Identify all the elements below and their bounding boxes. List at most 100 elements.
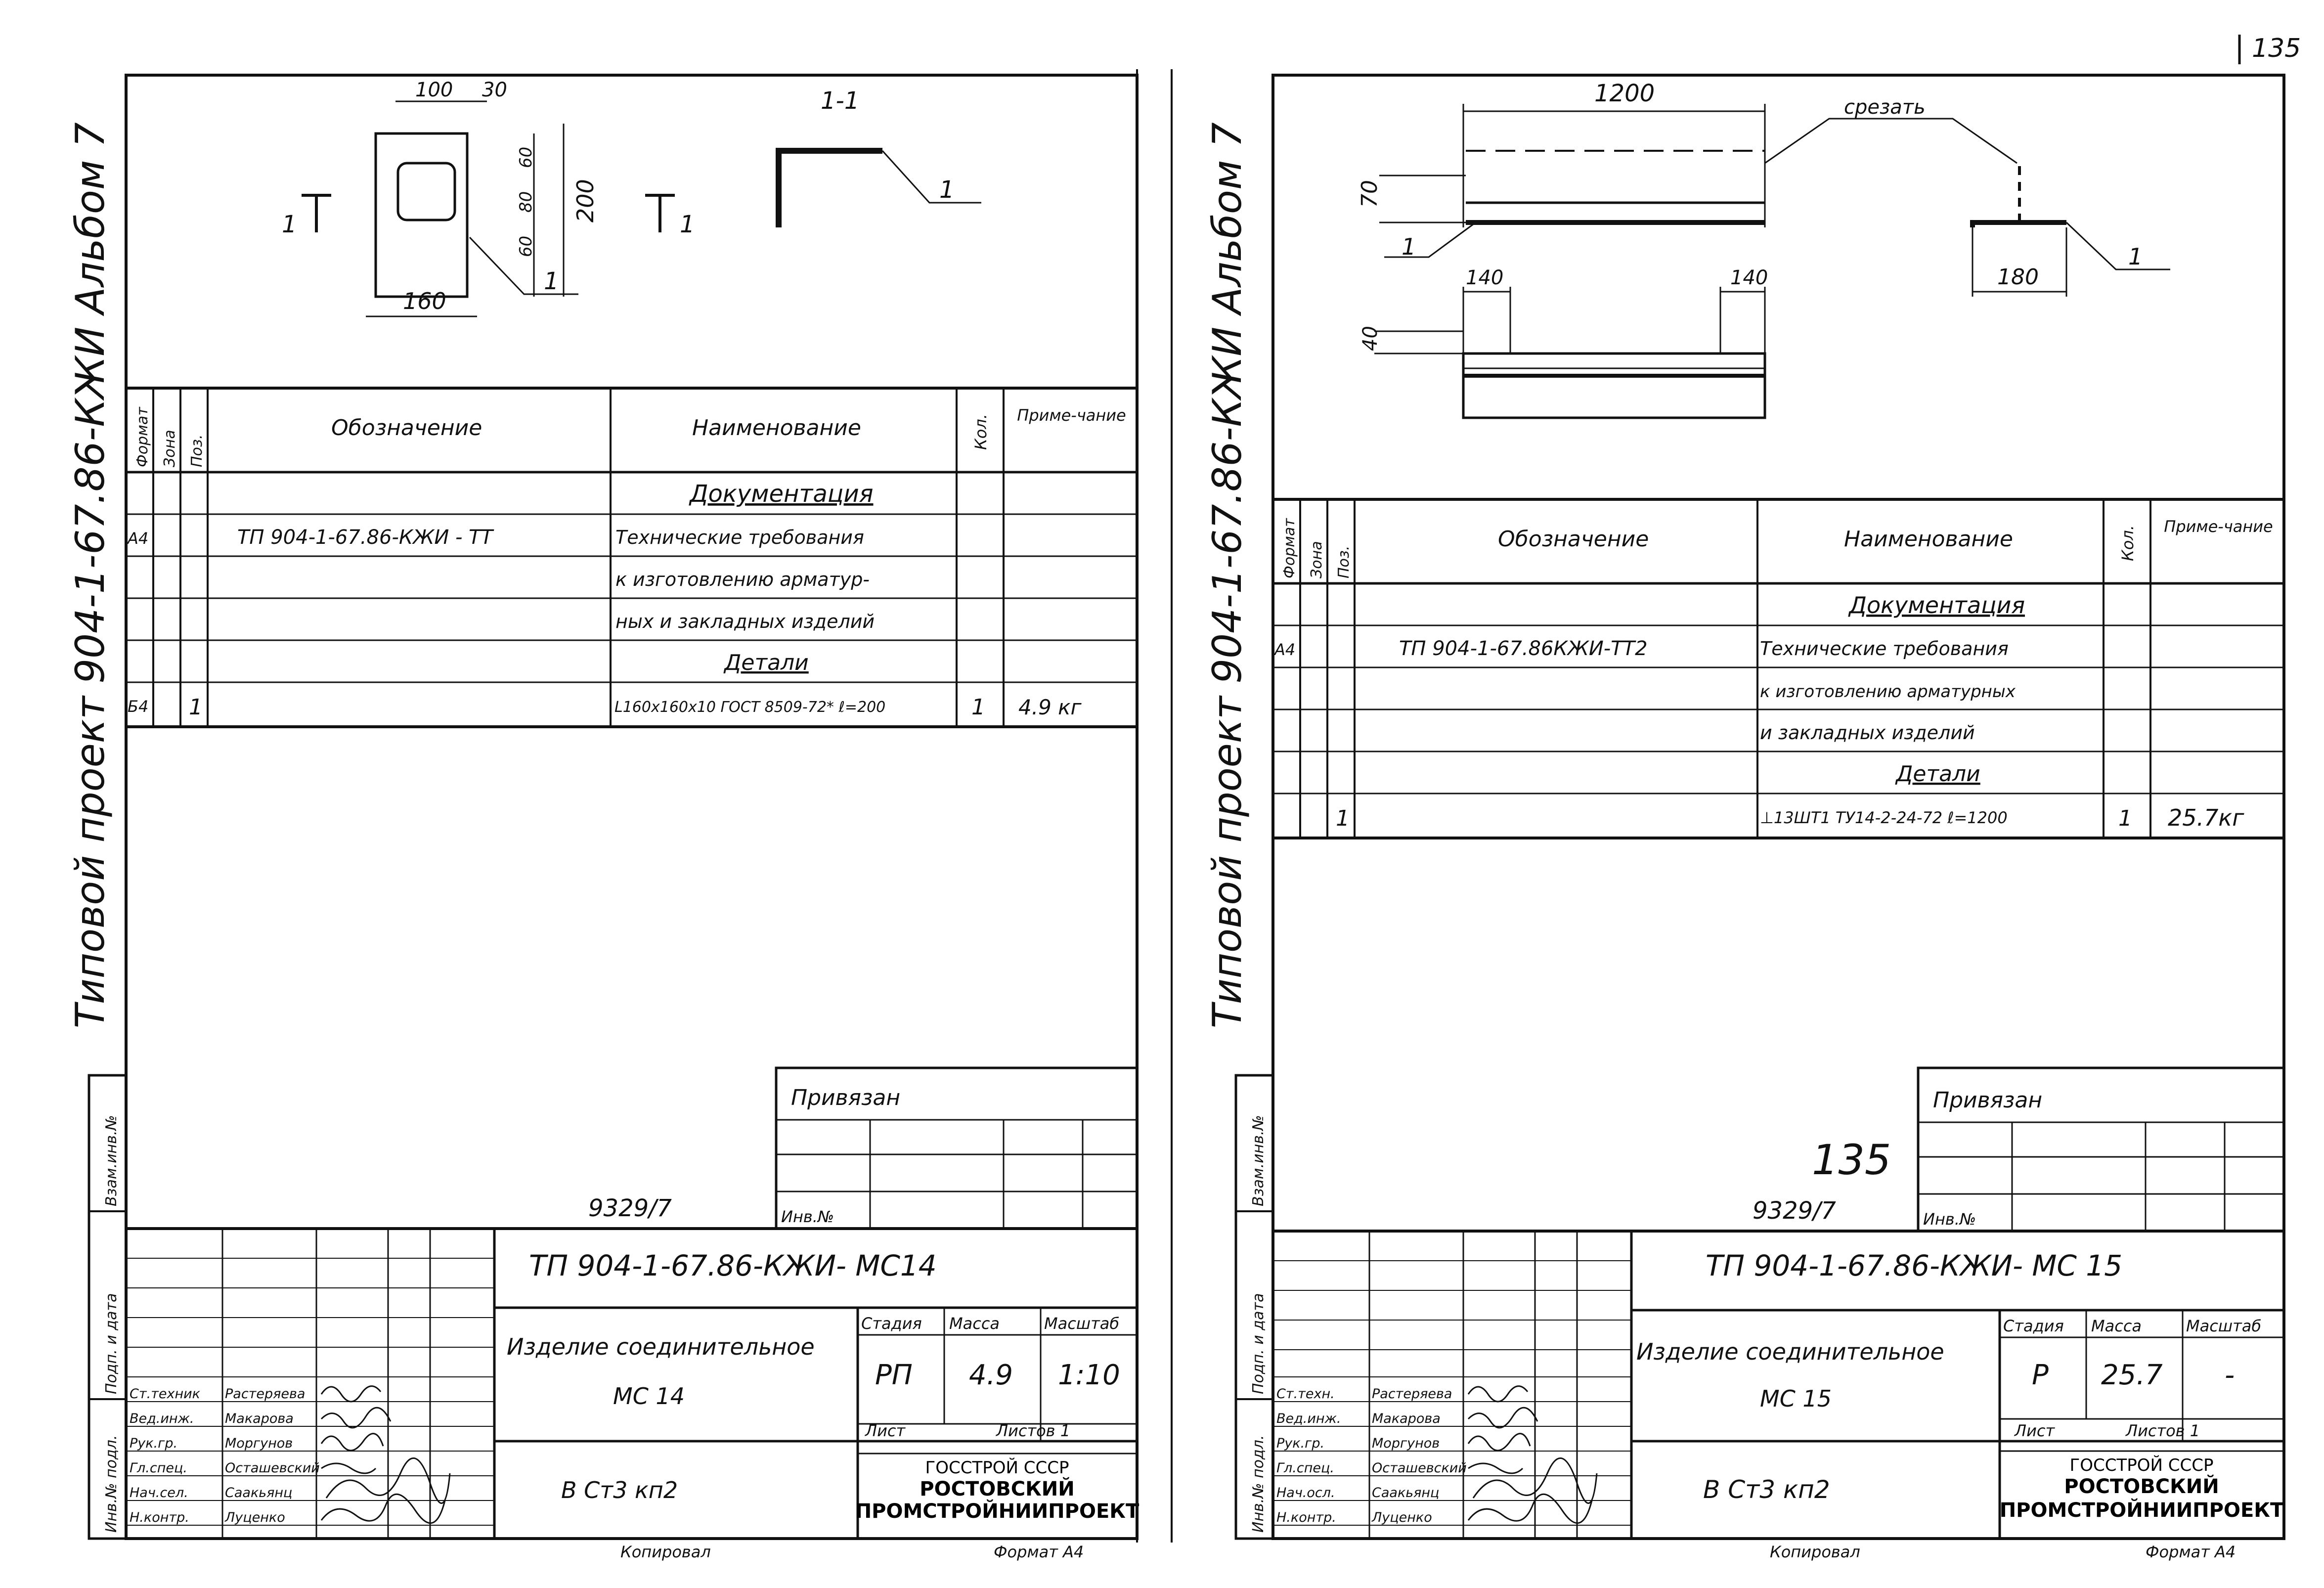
dim-80: 80 — [516, 191, 536, 213]
role-2: Рук.гр. — [130, 1436, 177, 1451]
drawing-number: 9329/7 — [588, 1194, 672, 1222]
spec-table-left: Формат Зона Поз. Обозначение Наименовани… — [125, 387, 1139, 728]
role-3: Гл.спец. — [130, 1460, 187, 1476]
side-label-sign-date: Подп. и дата — [103, 1293, 120, 1394]
signature-scribble — [320, 1493, 446, 1524]
spec-row3-name: и закладных изделий — [1760, 722, 1975, 744]
spec-header-format: Формат — [1281, 518, 1298, 578]
signature-scribble — [320, 1385, 382, 1403]
spec-header-pos: Поз. — [1335, 546, 1353, 578]
dim-1200: 1200 — [1594, 80, 1655, 107]
spec-header-qty: Кол. — [2118, 525, 2137, 561]
spec-header-qty: Кол. — [971, 414, 990, 450]
inv-label: Инв.№ — [781, 1207, 834, 1226]
sheets-label: Листов 1 — [996, 1421, 1070, 1440]
spec-header-zone: Зона — [1308, 541, 1325, 578]
spec-row-section-docs: Документация — [689, 480, 874, 508]
role-4: Нач.осл. — [1276, 1485, 1335, 1500]
spec-row-section-docs: Документация — [1848, 592, 2025, 618]
title-block-right: Ст.техн. Растеряева Вед.инж. Макарова Ру… — [1272, 1230, 2285, 1540]
copied-label: Копировал — [620, 1543, 711, 1561]
designation: ТП 904-1-67.86-КЖИ- МС14 — [529, 1249, 937, 1282]
stamp-side-column-right: Взам.инв.№ Подп. и дата Инв.№ подл. — [1234, 1074, 1274, 1540]
role-4: Нач.сел. — [130, 1485, 188, 1500]
binding-box-right: Привязан Инв.№ 135 9329/7 — [1753, 1066, 2285, 1233]
org-line3: ПРОМСТРОЙНИИПРОЕКТ — [2000, 1498, 2284, 1522]
callout-left-b: 1 — [939, 176, 955, 204]
plate-cutout — [396, 162, 456, 221]
dim-60a: 60 — [516, 147, 536, 168]
org-line3: ПРОМСТРОЙНИИПРОЕКТ — [855, 1499, 1140, 1523]
stamp-side-column-left: Взам.инв.№ Подп. и дата Инв.№ подл. — [88, 1074, 128, 1540]
stage-value: Р — [2032, 1359, 2049, 1391]
spec-row2-name: к изготовлению арматурных — [1760, 682, 2016, 702]
sheets-label: Листов 1 — [2125, 1421, 2200, 1440]
col-mass: Масса — [949, 1314, 1000, 1333]
product-code: МС 15 — [1760, 1385, 1832, 1412]
col-scale: Масштаб — [1044, 1314, 1119, 1333]
spec-header-name: Наименование — [692, 415, 861, 441]
title-block-left: Ст.техник Растеряева Вед.инж. Макарова Р… — [125, 1227, 1140, 1540]
binding-label: Привязан — [791, 1085, 900, 1110]
org-line2: РОСТОВСКИЙ — [2064, 1474, 2219, 1498]
person-1: Макарова — [1372, 1411, 1441, 1426]
spec-row-section-details: Детали — [1895, 761, 1980, 787]
signature-list-left: Ст.техник Растеряева Вед.инж. Макарова Р… — [130, 1386, 320, 1525]
person-5: Луценко — [224, 1510, 285, 1525]
spec-row5-name: ⊥13ШТ1 ТУ14-2-24-72 ℓ=1200 — [1760, 808, 2008, 827]
person-4: Саакьянц — [1372, 1485, 1439, 1500]
dim-70: 70 — [1357, 180, 1382, 208]
col-stage: Стадия — [861, 1314, 922, 1333]
spec-header-pos: Поз. — [188, 435, 206, 467]
section-title: 1-1 — [821, 87, 859, 115]
dim-100: 100 — [415, 79, 453, 101]
product-code: МС 14 — [613, 1383, 685, 1410]
dim-180: 180 — [1997, 265, 2039, 290]
callout-right-b: 1 — [2128, 243, 2143, 270]
spec-row2-name: к изготовлению арматур- — [615, 569, 870, 590]
section-mark-left: 1 — [282, 211, 297, 238]
sheet-label: Лист — [865, 1421, 906, 1440]
person-0: Растеряева — [225, 1386, 305, 1402]
org-line1: ГОССТРОЙ СССР — [925, 1457, 1069, 1478]
role-5: Н.контр. — [1276, 1510, 1336, 1525]
signature-scribble — [1467, 1385, 1529, 1403]
person-0: Растеряева — [1372, 1386, 1452, 1402]
signature-scribble — [1467, 1407, 1538, 1429]
col-stage: Стадия — [2003, 1317, 2064, 1335]
role-2: Рук.гр. — [1276, 1436, 1324, 1451]
format-label: Формат А4 — [994, 1543, 1084, 1561]
spec-row1-designation: ТП 904-1-67.86-КЖИ - ТТ — [237, 526, 495, 549]
side-label-sign-date: Подп. и дата — [1250, 1293, 1267, 1394]
spec-row5-note: 25.7кг — [2168, 804, 2244, 831]
signature-scribble — [320, 1433, 384, 1452]
drawing-number: 9329/7 — [1753, 1197, 1836, 1225]
spec-row1-name: Технические требования — [1760, 638, 2009, 660]
role-1: Вед.инж. — [130, 1411, 194, 1426]
format-label: Формат А4 — [2146, 1543, 2236, 1561]
signature-scribble — [1467, 1433, 1531, 1452]
detail-view-left: 100 30 60 80 60 200 160 1 1 1 1-1 1 — [282, 79, 981, 317]
side-label-replace-inv: Взам.инв.№ — [1250, 1115, 1267, 1206]
dim-140a: 140 — [1466, 266, 1503, 289]
dim-160: 160 — [403, 288, 446, 314]
signature-list-right: Ст.техн. Растеряева Вед.инж. Макарова Ру… — [1276, 1386, 1467, 1525]
callout-right-a: 1 — [1402, 233, 1416, 260]
org-line2: РОСТОВСКИЙ — [920, 1477, 1074, 1500]
role-1: Вед.инж. — [1276, 1411, 1341, 1426]
sheet-right: Типовой проект 904-1-67.86-КЖИ Альбом 7 … — [1204, 74, 2285, 1561]
person-3: Осташевский — [225, 1460, 320, 1476]
spec-row5-qty: 1 — [971, 695, 985, 720]
mass-value: 4.9 — [969, 1359, 1013, 1391]
scale-value: 1:10 — [1058, 1359, 1120, 1391]
signature-scribble — [1468, 1462, 1524, 1474]
spec-row5-pos: 1 — [189, 695, 203, 720]
material: В Ст3 кп2 — [561, 1477, 678, 1503]
side-label-inv-orig: Инв.№ подл. — [103, 1435, 120, 1533]
person-2: Моргунов — [1372, 1436, 1440, 1451]
scale-value: - — [2225, 1359, 2235, 1391]
signature-scribble — [1467, 1493, 1593, 1524]
side-label-replace-inv: Взам.инв.№ — [103, 1115, 120, 1206]
spec-header-designation: Обозначение — [1498, 527, 1649, 552]
